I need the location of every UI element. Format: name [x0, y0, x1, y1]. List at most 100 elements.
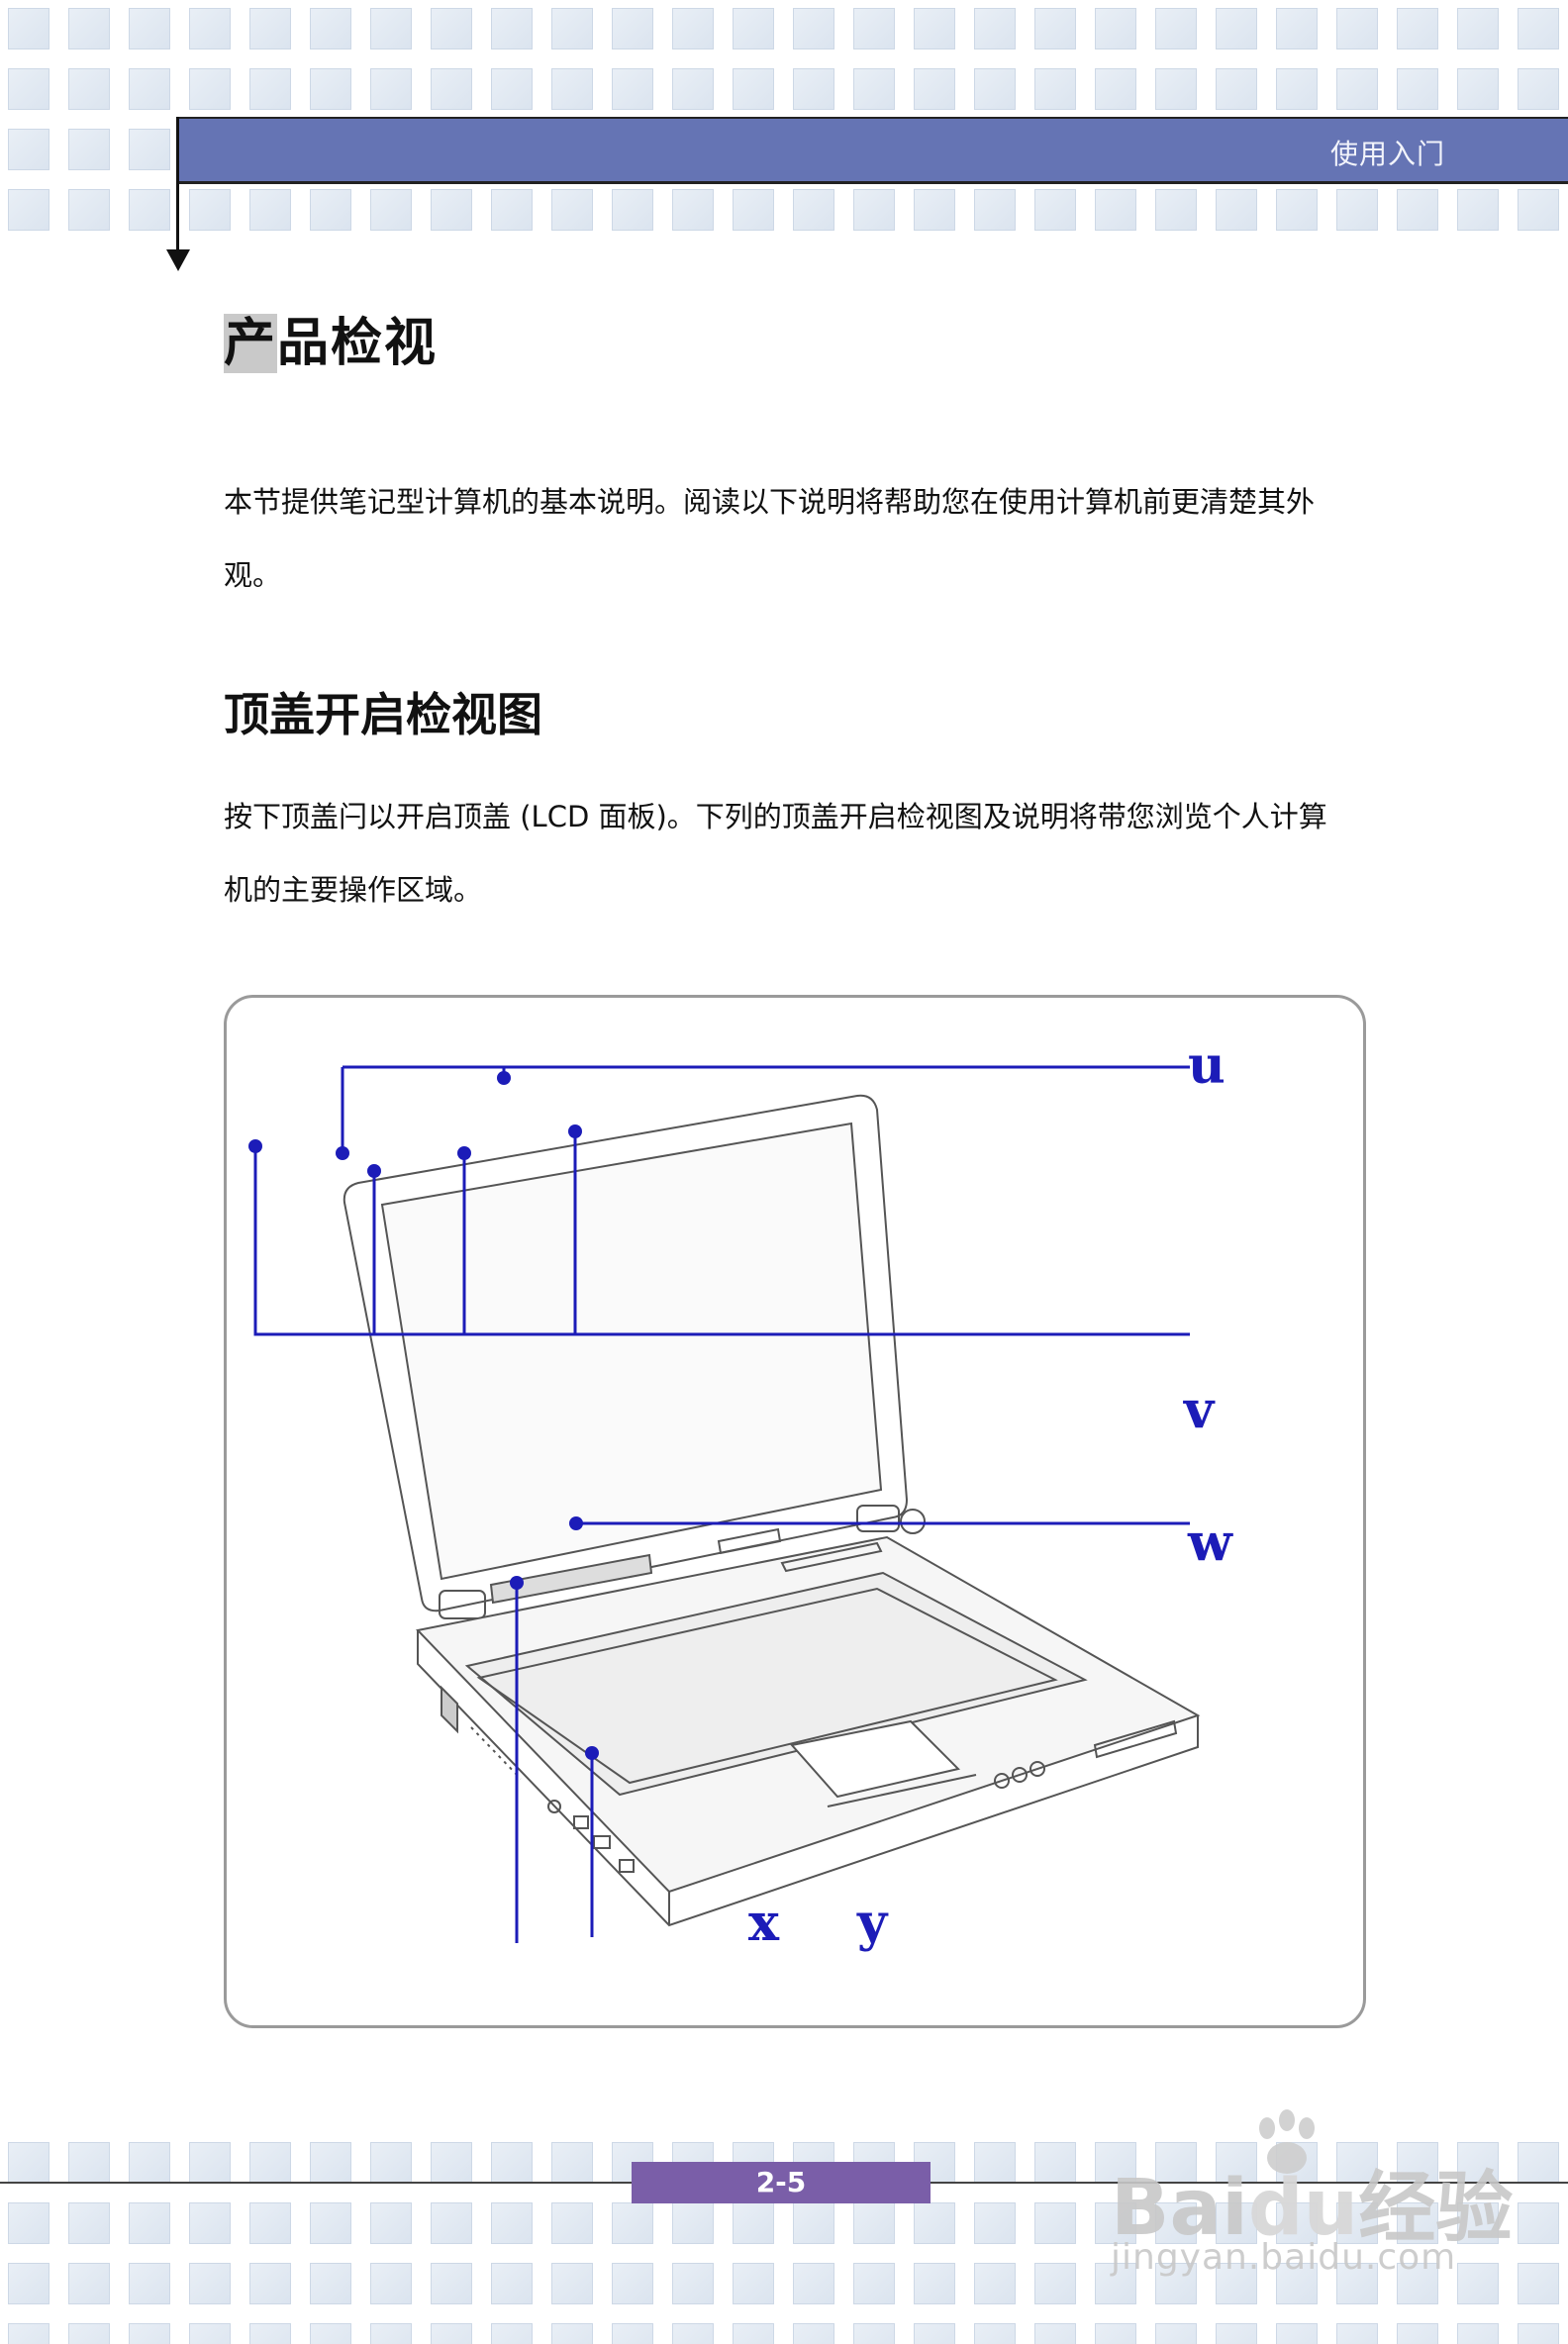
background-tile	[310, 2263, 351, 2304]
background-tile	[68, 129, 110, 170]
background-tile	[1276, 8, 1318, 49]
background-tile	[974, 2202, 1016, 2244]
page-number: 2-5	[632, 2162, 931, 2203]
background-tile	[491, 2202, 533, 2244]
background-tile	[1276, 2323, 1318, 2344]
background-tile	[491, 2142, 533, 2184]
background-tile	[129, 189, 170, 231]
background-tile	[1397, 2142, 1438, 2184]
background-tile	[8, 2263, 49, 2304]
background-tile	[249, 2142, 291, 2184]
callout-y: y	[857, 1893, 888, 1953]
background-tile	[1034, 68, 1076, 110]
background-tile	[793, 68, 834, 110]
background-tile	[68, 2202, 110, 2244]
background-tile	[853, 2263, 895, 2304]
background-tile	[974, 2142, 1016, 2184]
background-tile	[1518, 2202, 1559, 2244]
background-tile	[491, 8, 533, 49]
background-tile	[1336, 8, 1378, 49]
background-tile	[1034, 2323, 1076, 2344]
background-tile	[793, 2323, 834, 2344]
background-tile	[310, 8, 351, 49]
intro-paragraph: 本节提供笔记型计算机的基本说明。阅读以下说明将帮助您在使用计算机前更清楚其外观。	[224, 485, 1316, 592]
background-tile	[129, 2323, 170, 2344]
callout-w: w	[1188, 1513, 1232, 1573]
background-tile	[1034, 2142, 1076, 2184]
background-tile	[68, 189, 110, 231]
background-tile	[189, 2263, 231, 2304]
background-tile	[370, 8, 412, 49]
background-tile	[189, 189, 231, 231]
background-tile	[1216, 2202, 1257, 2244]
background-tile	[914, 2323, 955, 2344]
callout-u: u	[1188, 1035, 1225, 1096]
background-tile	[914, 189, 955, 231]
background-tile	[1216, 2142, 1257, 2184]
background-tile	[129, 2142, 170, 2184]
background-tile	[551, 2142, 593, 2184]
background-tile	[370, 189, 412, 231]
background-tile	[1276, 2263, 1318, 2304]
background-tile	[310, 68, 351, 110]
background-tile	[1457, 2323, 1499, 2344]
background-tile	[1518, 189, 1559, 231]
background-tile	[1518, 2263, 1559, 2304]
background-tile	[793, 189, 834, 231]
background-tile	[733, 2202, 774, 2244]
background-tile	[1095, 189, 1136, 231]
background-tile	[1457, 8, 1499, 49]
section-title: 顶盖开启检视图	[224, 688, 542, 741]
background-tile	[853, 8, 895, 49]
background-tile	[672, 189, 714, 231]
background-tile	[551, 8, 593, 49]
baidu-jingyan-watermark: Baidu经验 jingyan.baidu.com	[1111, 2106, 1566, 2314]
background-tile	[974, 8, 1016, 49]
background-tile	[853, 2202, 895, 2244]
background-tile	[1336, 2263, 1378, 2304]
background-tile	[1518, 68, 1559, 110]
background-tile	[129, 2202, 170, 2244]
watermark-url: jingyan.baidu.com	[1111, 2237, 1457, 2278]
background-tile	[612, 189, 653, 231]
background-tile	[370, 68, 412, 110]
background-tile	[914, 2263, 955, 2304]
background-tile	[1034, 2263, 1076, 2304]
background-tile	[733, 8, 774, 49]
background-tile	[1216, 2263, 1257, 2304]
watermark-brand: Baidu经验	[1111, 2164, 1514, 2253]
chapter-title: 使用入门	[1329, 138, 1445, 170]
background-tile	[189, 2323, 231, 2344]
background-tile	[974, 2323, 1016, 2344]
background-tile	[1155, 2263, 1197, 2304]
background-tile	[189, 8, 231, 49]
down-arrow-icon	[166, 249, 190, 271]
background-tile	[1034, 189, 1076, 231]
background-tile	[68, 8, 110, 49]
background-tile	[189, 2142, 231, 2184]
background-tile	[1276, 68, 1318, 110]
background-tile	[1095, 2142, 1136, 2184]
background-tile	[914, 8, 955, 49]
background-tile	[1457, 2263, 1499, 2304]
background-tile	[68, 2323, 110, 2344]
background-tile	[672, 68, 714, 110]
background-tile	[1457, 2142, 1499, 2184]
background-tile	[1336, 2142, 1378, 2184]
background-tile	[793, 8, 834, 49]
background-tile	[1276, 189, 1318, 231]
background-tile	[491, 68, 533, 110]
background-tile	[1336, 2323, 1378, 2344]
background-tile	[310, 2323, 351, 2344]
background-tile	[793, 2202, 834, 2244]
background-tile	[249, 189, 291, 231]
background-tile	[8, 68, 49, 110]
background-tile	[431, 68, 472, 110]
background-tile	[129, 8, 170, 49]
background-tile	[733, 189, 774, 231]
background-tile	[1095, 2263, 1136, 2304]
background-tile	[370, 2323, 412, 2344]
background-tile	[1155, 8, 1197, 49]
background-tile	[1336, 68, 1378, 110]
background-tile	[129, 2263, 170, 2304]
